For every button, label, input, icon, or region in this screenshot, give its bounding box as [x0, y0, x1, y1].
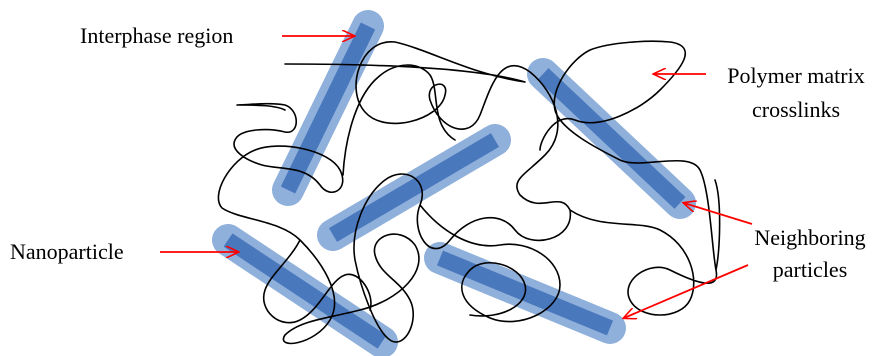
- particle-top-left: [272, 10, 384, 206]
- particle-center: [317, 124, 511, 251]
- label-neighbor-line2: particles: [772, 257, 848, 282]
- particle-top-right: [527, 58, 696, 219]
- label-interphase-region: Interphase region: [80, 23, 234, 48]
- arrow-neighbor-lower: [624, 264, 749, 318]
- particle-bottom-left: [212, 224, 398, 356]
- label-polymer-line2: crosslinks: [752, 97, 840, 122]
- arrow-neighbor-upper: [684, 203, 753, 225]
- label-neighboring-particles: Neighboring particles: [740, 224, 880, 284]
- label-polymer-matrix-crosslinks: Polymer matrix crosslinks: [716, 62, 876, 124]
- label-nanoparticle: Nanoparticle: [10, 239, 124, 264]
- polymer-chain: [217, 40, 721, 345]
- label-neighbor-line1: Neighboring: [754, 225, 866, 250]
- label-polymer-line1: Polymer matrix: [727, 63, 865, 88]
